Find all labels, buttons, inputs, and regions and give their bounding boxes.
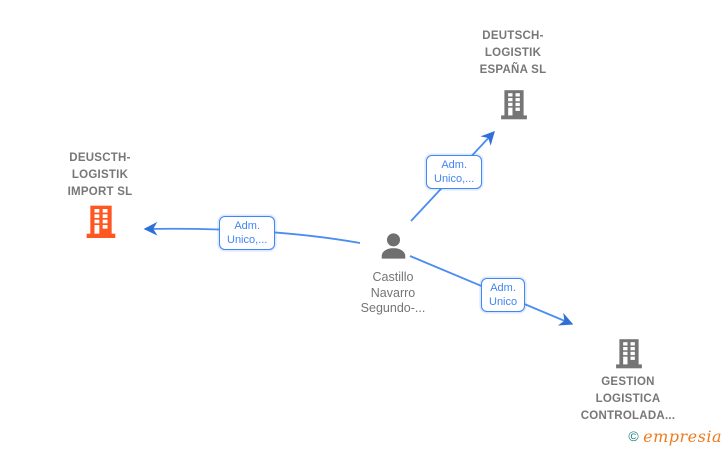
person-name: Castillo Navarro Segundo-... [323, 270, 463, 317]
company-name-line: LOGISTICA [595, 393, 661, 405]
person-icon[interactable] [376, 230, 411, 264]
copyright-symbol: © [628, 428, 639, 444]
edge-label-line: Adm. [441, 159, 468, 171]
company-name-line: GESTION [601, 376, 655, 388]
edge-label-adm-unico-gestion[interactable]: Adm. Unico [481, 278, 526, 312]
edge-label-adm-unico-import[interactable]: Adm. Unico,... [219, 216, 276, 250]
edge-label-line: Unico,... [227, 234, 268, 246]
edge-label-line: Unico,... [434, 173, 475, 185]
person-name-line: Navarro [370, 285, 416, 300]
company-name-line: IMPORT SL [67, 186, 133, 198]
building-icon-highlighted[interactable] [81, 201, 121, 241]
company-name-gestion-logistica: GESTION LOGISTICA CONTROLADA... [558, 374, 698, 425]
edge-label-line: Unico [489, 296, 518, 308]
edge-label-adm-unico-espana[interactable]: Adm. Unico,... [426, 155, 483, 189]
edge-label-line: Adm. [234, 220, 261, 232]
company-name-line: ESPAÑA SL [479, 64, 547, 76]
brand-name: empresia [643, 427, 722, 446]
company-name-line: LOGISTIK [484, 47, 542, 59]
building-icon[interactable] [496, 86, 532, 122]
person-name-line: Castillo [372, 270, 414, 284]
empresia-logo[interactable]: © empresia [628, 427, 722, 447]
company-name-line: DEUTSCH- [482, 30, 544, 42]
person-name-line: Segundo-... [360, 301, 426, 315]
edge-label-line: Adm. [490, 282, 516, 294]
building-icon[interactable] [611, 335, 647, 371]
company-name-line: LOGISTIK [71, 169, 129, 181]
company-name-deuscth-logistik-import: DEUSCTH- LOGISTIK IMPORT SL [30, 150, 170, 201]
company-name-line: DEUSCTH- [69, 152, 131, 164]
company-name-line: CONTROLADA... [580, 410, 676, 422]
company-name-deutsch-logistik-espana: DEUTSCH- LOGISTIK ESPAÑA SL [443, 28, 583, 79]
